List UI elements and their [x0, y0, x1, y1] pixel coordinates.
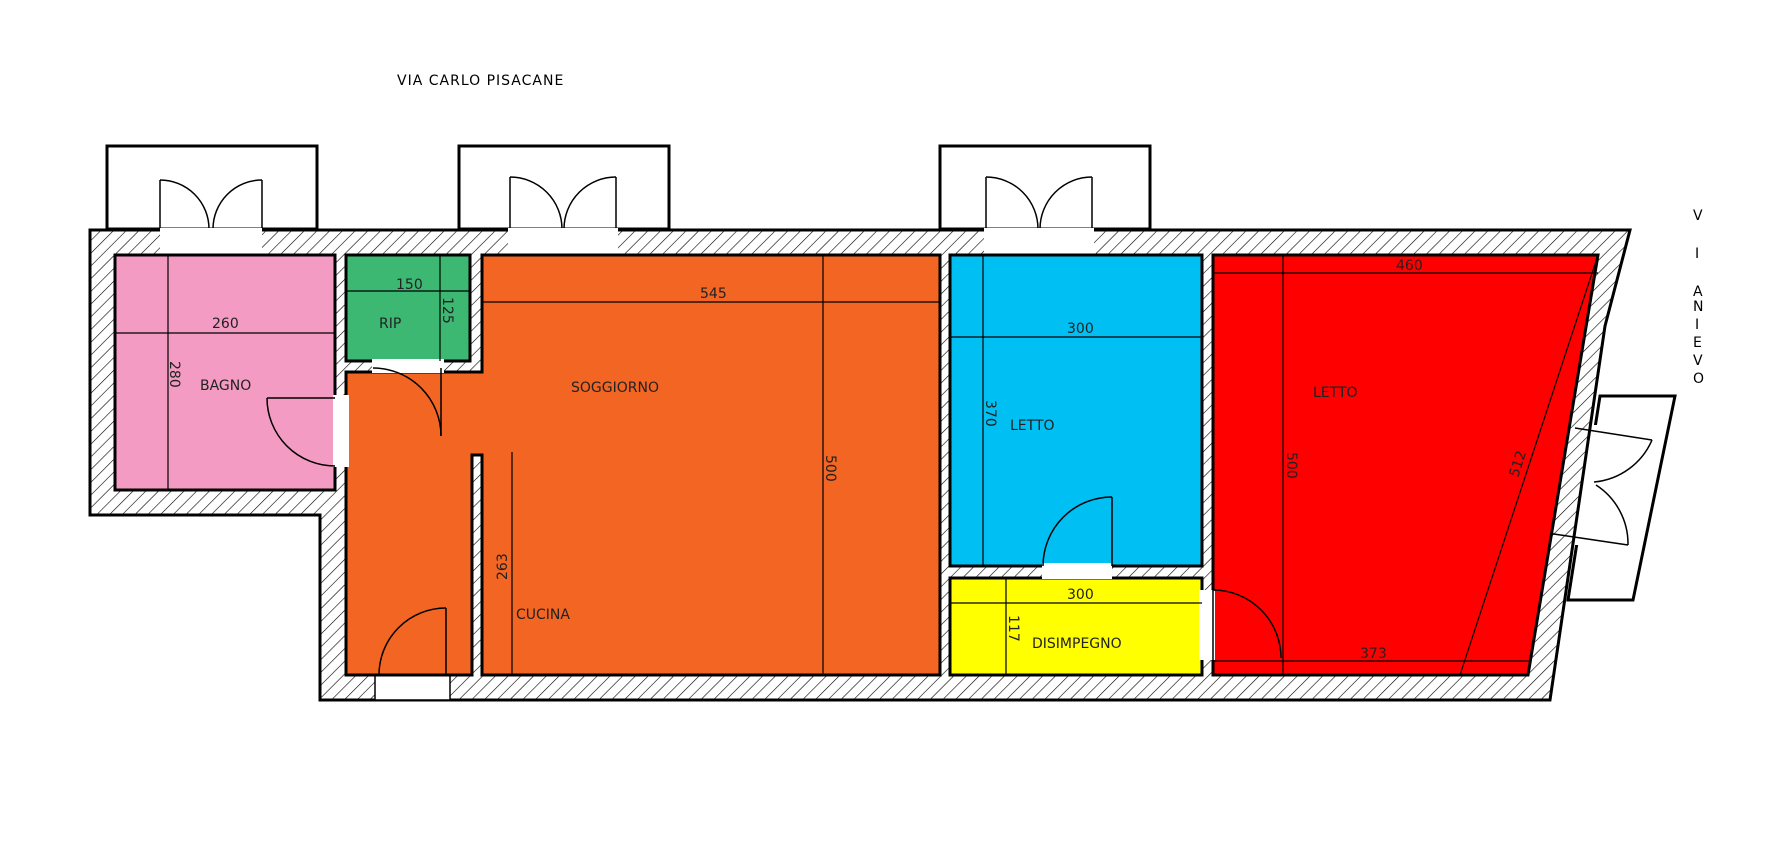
dim-letto-2-top: 460 — [1396, 258, 1423, 274]
street-name-right: V I A N I E V O — [1693, 208, 1705, 387]
street-letter: N — [1693, 299, 1704, 315]
room-label-disimpegno: DISIMPEGNO — [1032, 636, 1122, 652]
window-opening — [984, 228, 1094, 254]
street-letter: I — [1695, 317, 1700, 333]
dim-letto-1-width: 300 — [1067, 321, 1094, 337]
dim-letto-2-diagonal: 512 — [1507, 449, 1530, 479]
dim-bagno-width: 260 — [212, 316, 239, 332]
door-letto-2 — [1199, 589, 1282, 660]
street-letter: V — [1693, 353, 1704, 369]
dim-letto-2-height: 500 — [1283, 452, 1299, 479]
room-rip — [344, 253, 472, 363]
room-label-soggiorno: SOGGIORNO — [571, 380, 659, 396]
dim-bagno-height: 280 — [166, 361, 182, 388]
dim-letto-1-height: 370 — [982, 400, 998, 427]
street-letter: I — [1695, 246, 1700, 262]
dim-rip-height: 125 — [439, 297, 455, 324]
room-letto-2 — [1211, 253, 1600, 677]
room-letto-1 — [948, 253, 1204, 568]
door-entrance — [378, 607, 447, 676]
room-disimpegno — [948, 576, 1204, 677]
dim-soggiorno-height: 500 — [822, 455, 838, 482]
room-label-letto-2: LETTO — [1313, 385, 1358, 401]
street-name-top: VIA CARLO PISACANE — [397, 73, 564, 89]
window-opening — [160, 228, 262, 254]
room-label-letto-1: LETTO — [1010, 418, 1055, 434]
dim-soggiorno-width: 545 — [700, 286, 727, 302]
dim-disimpegno-height: 117 — [1005, 615, 1021, 642]
dim-cucina-height: 263 — [495, 553, 511, 580]
dim-rip-width: 150 — [396, 277, 423, 293]
room-label-cucina: CUCINA — [516, 607, 570, 623]
dimension-lines — [115, 254, 1599, 676]
door-letto-1 — [1042, 496, 1113, 579]
street-letter: V — [1693, 208, 1704, 224]
entrance-opening — [374, 674, 451, 701]
door-bagno — [266, 395, 349, 467]
room-label-bagno: BAGNO — [200, 378, 251, 394]
street-letter: O — [1693, 371, 1705, 387]
window-opening — [508, 228, 618, 254]
dim-letto-2-bottom: 373 — [1360, 646, 1387, 662]
door-rip — [372, 359, 444, 437]
room-label-rip: RIP — [379, 316, 401, 332]
dim-disimpegno-width: 300 — [1067, 587, 1094, 603]
street-letter: A — [1693, 284, 1704, 300]
room-bagno — [113, 253, 337, 492]
street-letter: E — [1693, 335, 1703, 351]
